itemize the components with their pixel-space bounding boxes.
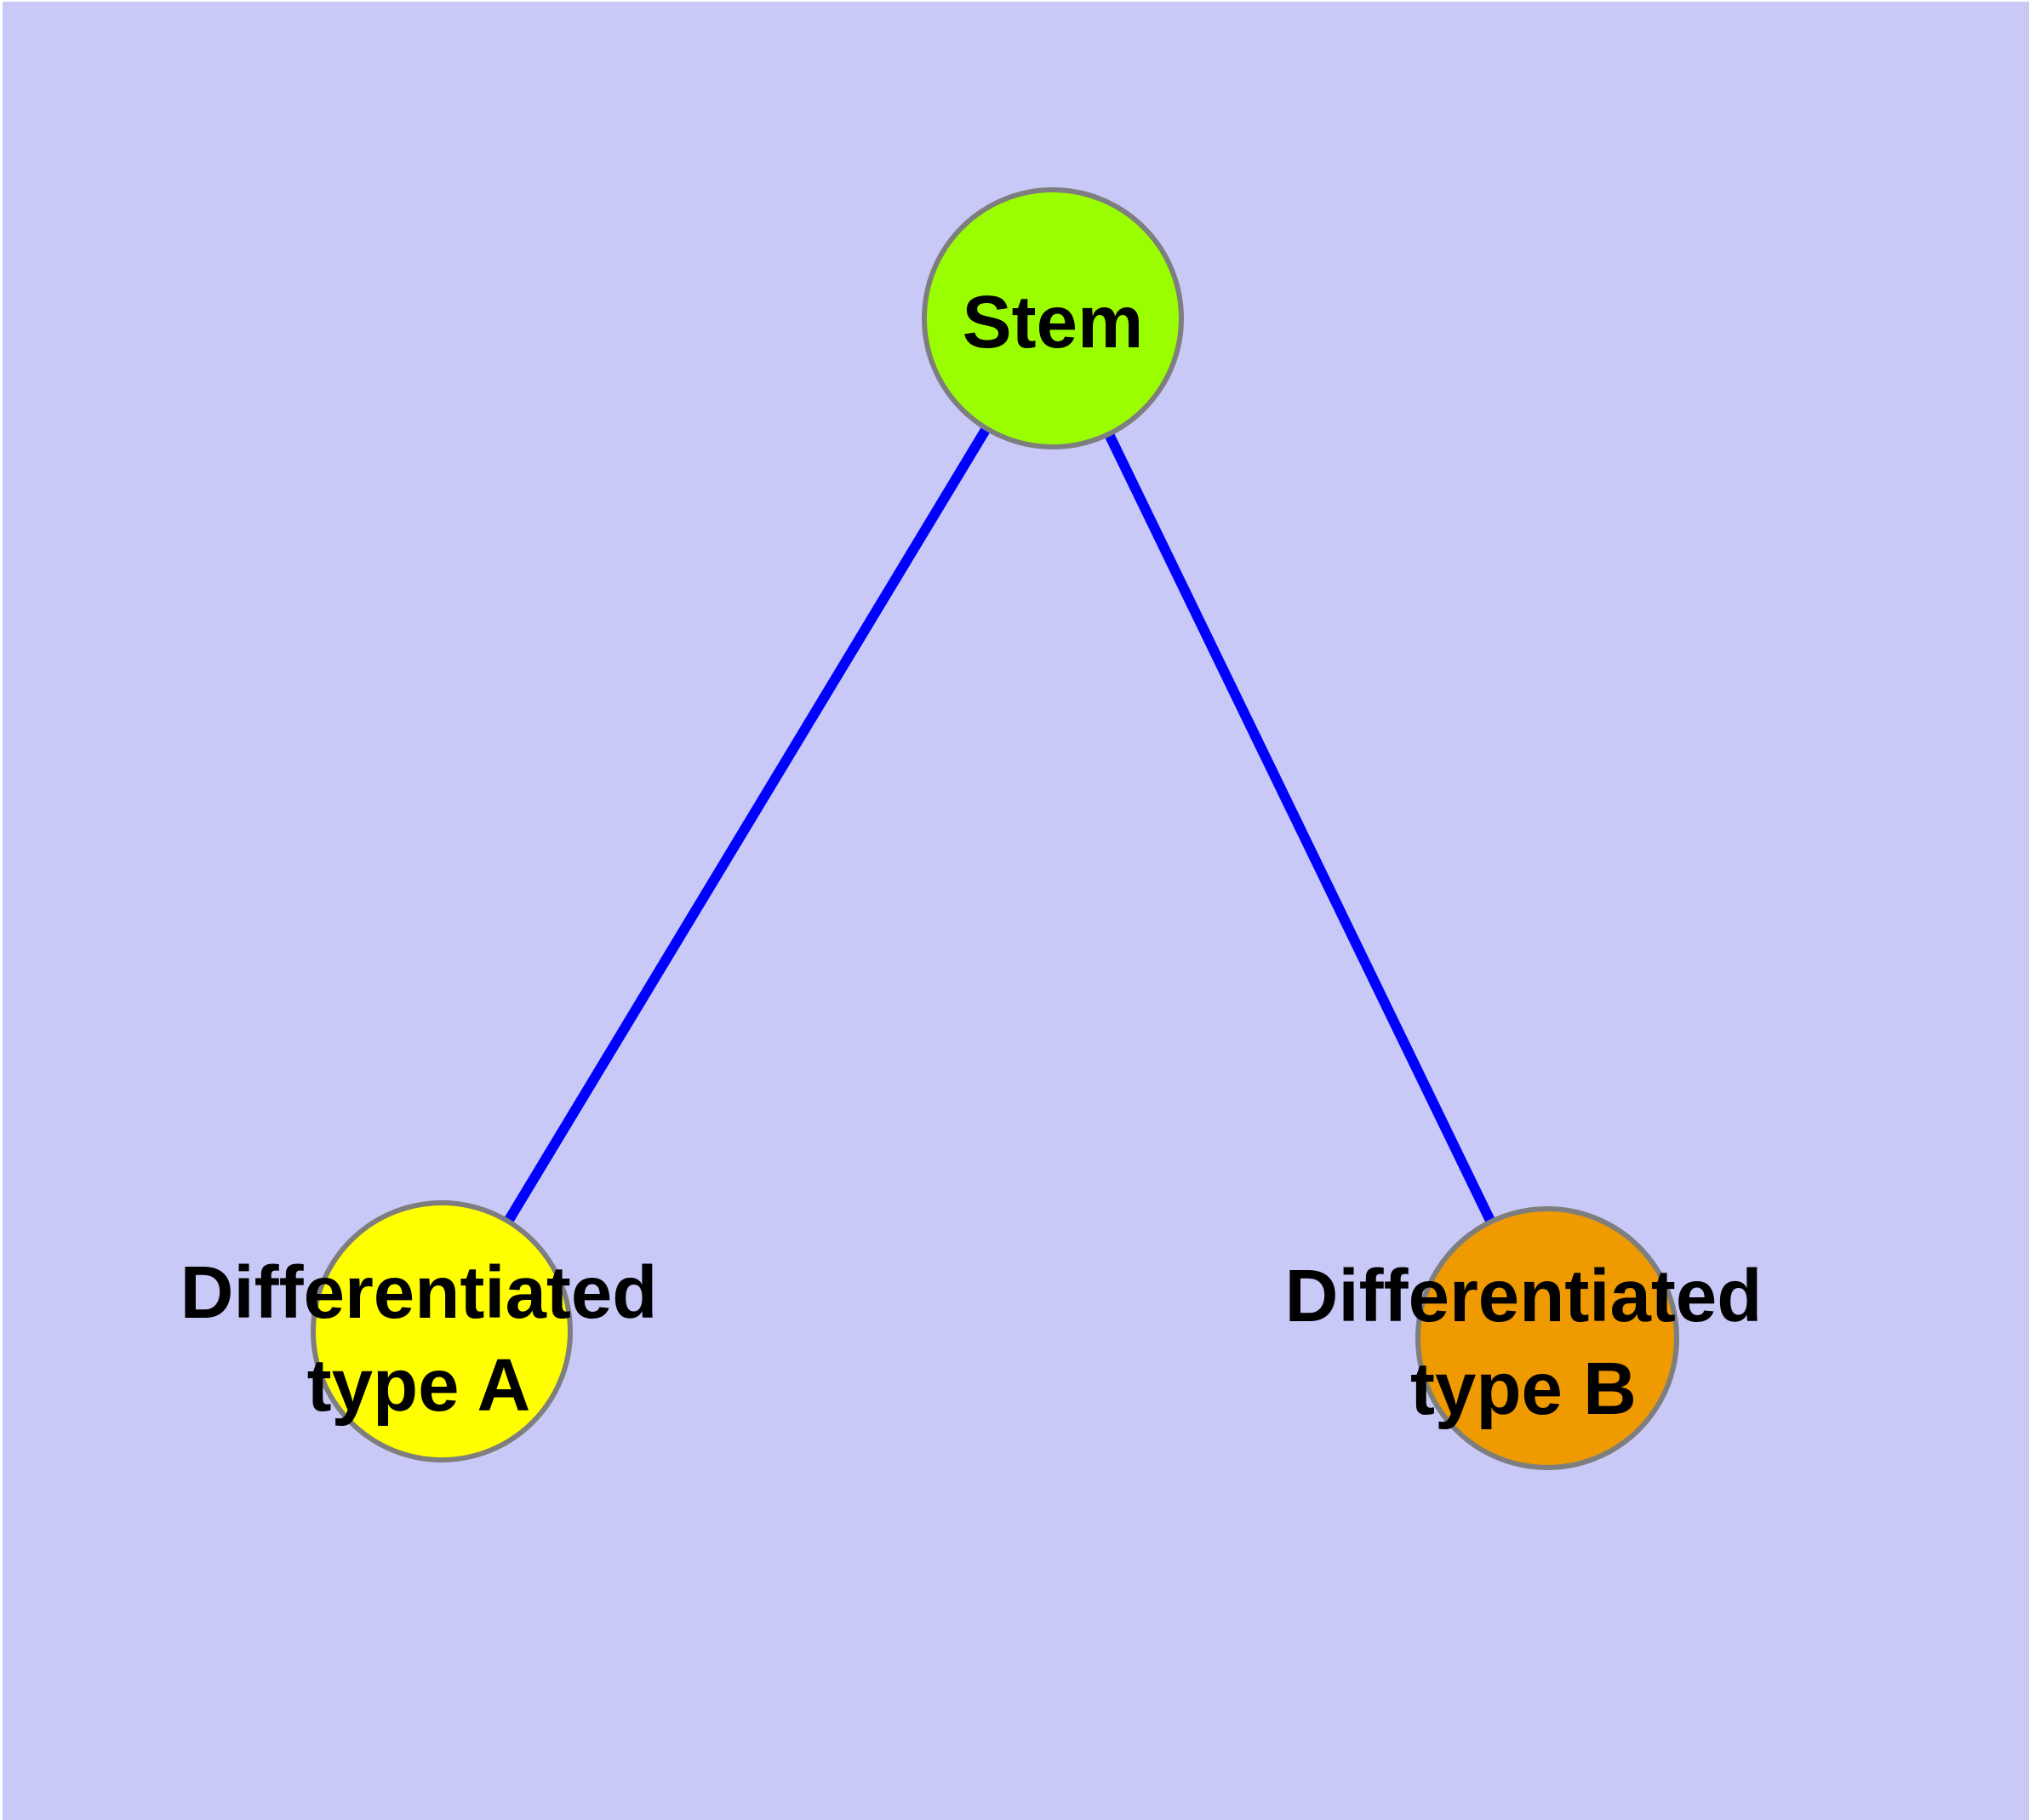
- node-label-line: Differentiated: [1285, 1255, 1763, 1337]
- node-label-line: Differentiated: [180, 1251, 658, 1334]
- edge-stem-to-differentiated-type-b: [1048, 316, 1552, 1341]
- node-label-line: Stem: [963, 281, 1144, 363]
- edges-layer: [437, 315, 1552, 1341]
- node-stem-label: Stem: [963, 281, 1144, 363]
- nodes-layer: [311, 187, 1679, 1470]
- edge-stem-to-differentiated-type-a: [437, 315, 1058, 1335]
- node-differentiated-type-a-label: Differentiated type A: [180, 1251, 658, 1427]
- node-label-line: type B: [1410, 1348, 1637, 1430]
- node-label-line: type A: [307, 1344, 531, 1427]
- node-stem-circle: [922, 187, 1184, 449]
- node-differentiated-type-b-label: Differentiated type B: [1285, 1255, 1763, 1430]
- node-differentiated-type-b-circle: [1415, 1206, 1679, 1470]
- node-differentiated-type-a-circle: [311, 1200, 573, 1462]
